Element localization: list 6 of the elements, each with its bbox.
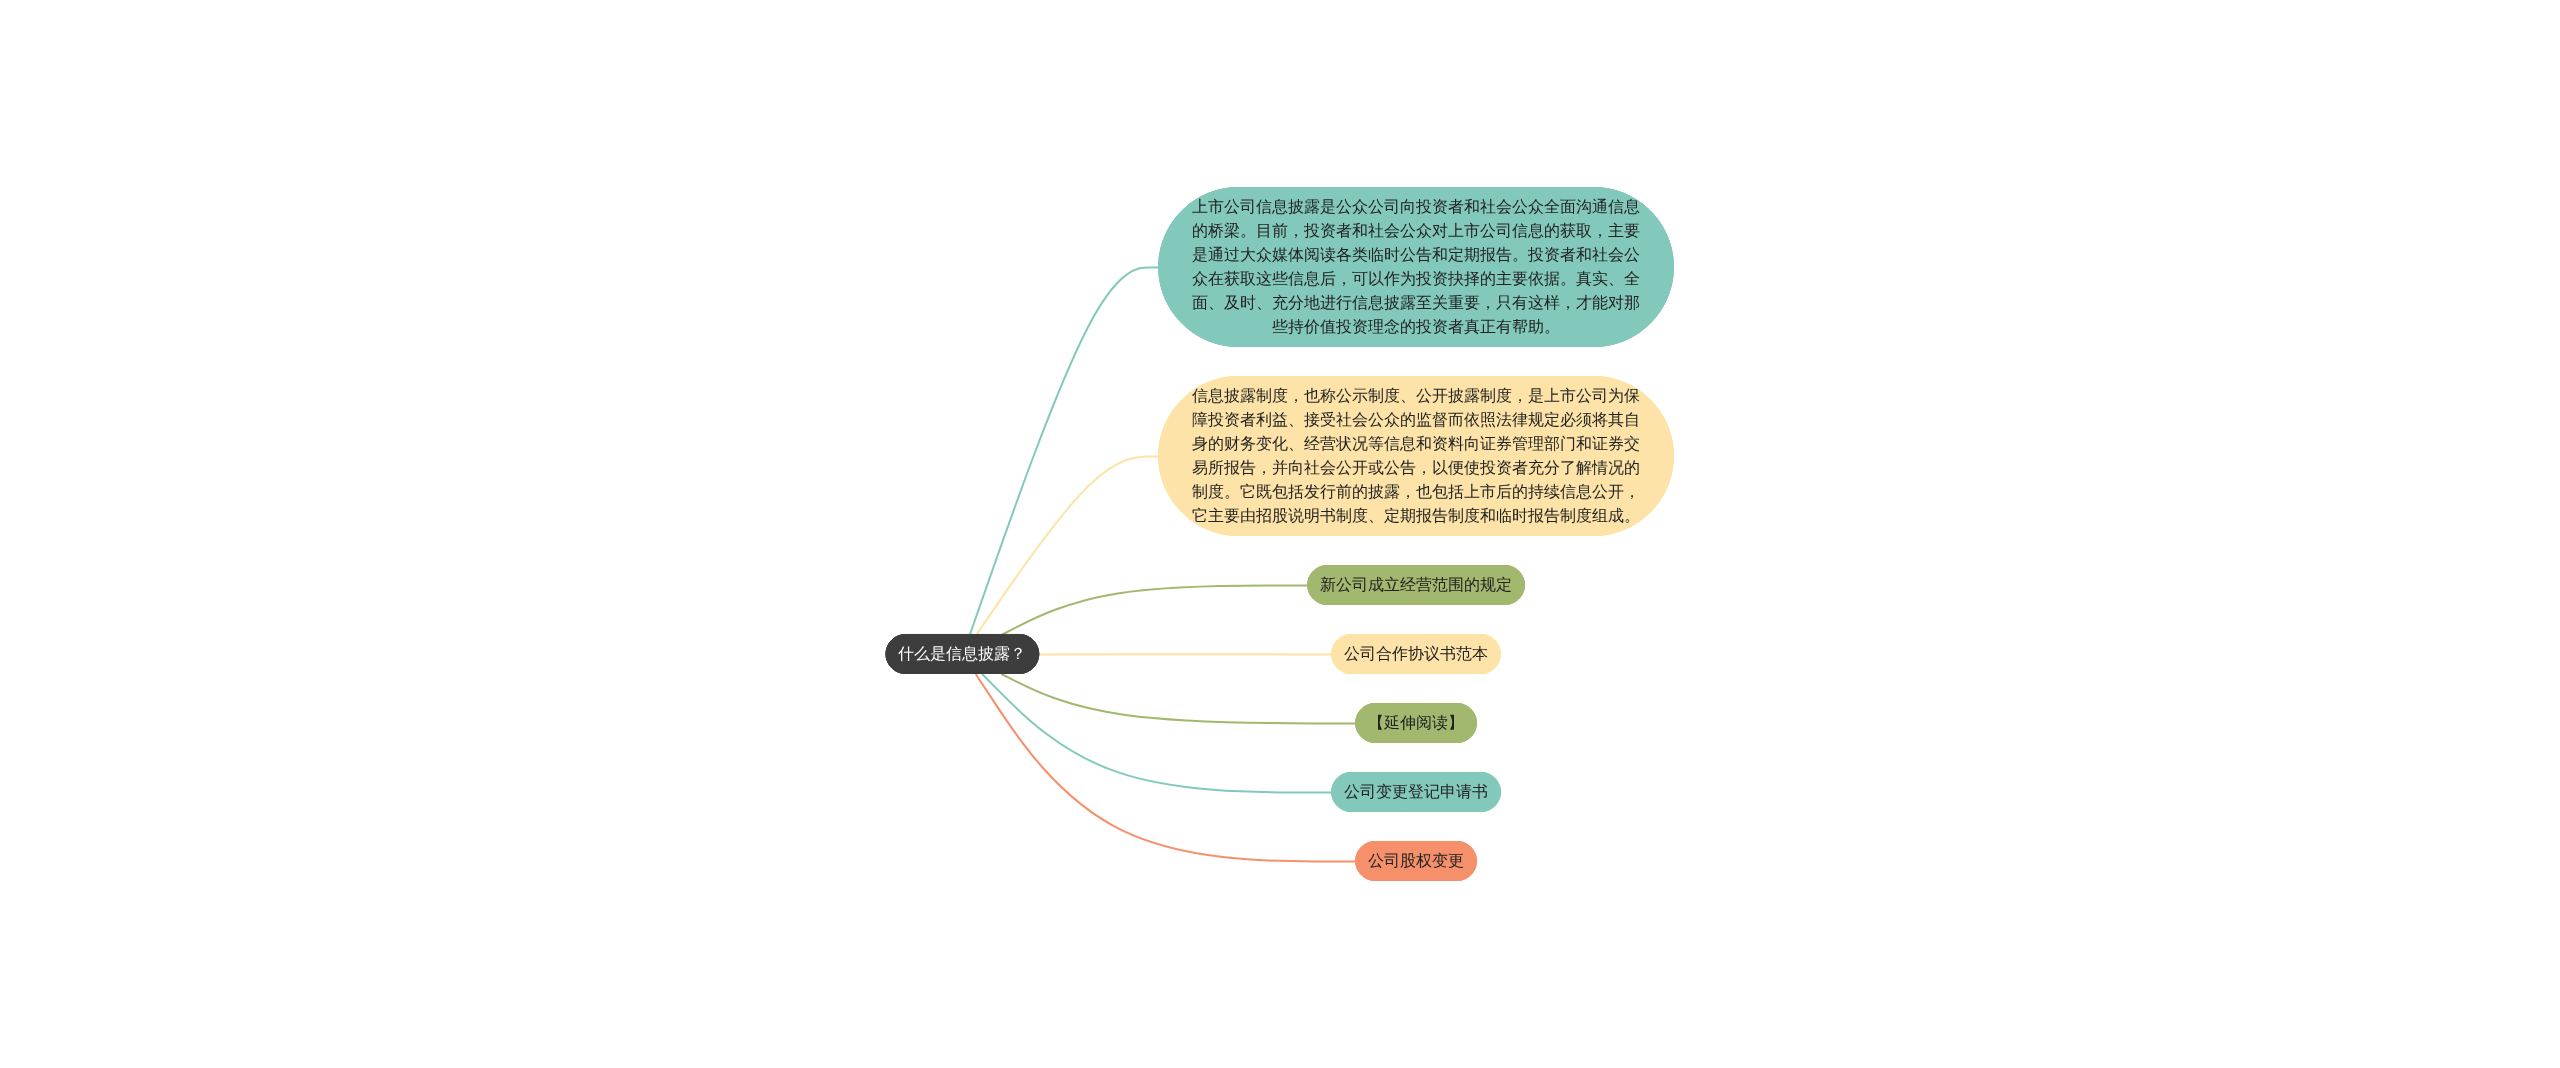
connector — [1000, 673, 1358, 725]
connector — [1038, 653, 1334, 656]
connector — [975, 673, 1358, 863]
connector — [975, 455, 1161, 636]
connector — [981, 673, 1334, 794]
connector — [969, 266, 1161, 636]
